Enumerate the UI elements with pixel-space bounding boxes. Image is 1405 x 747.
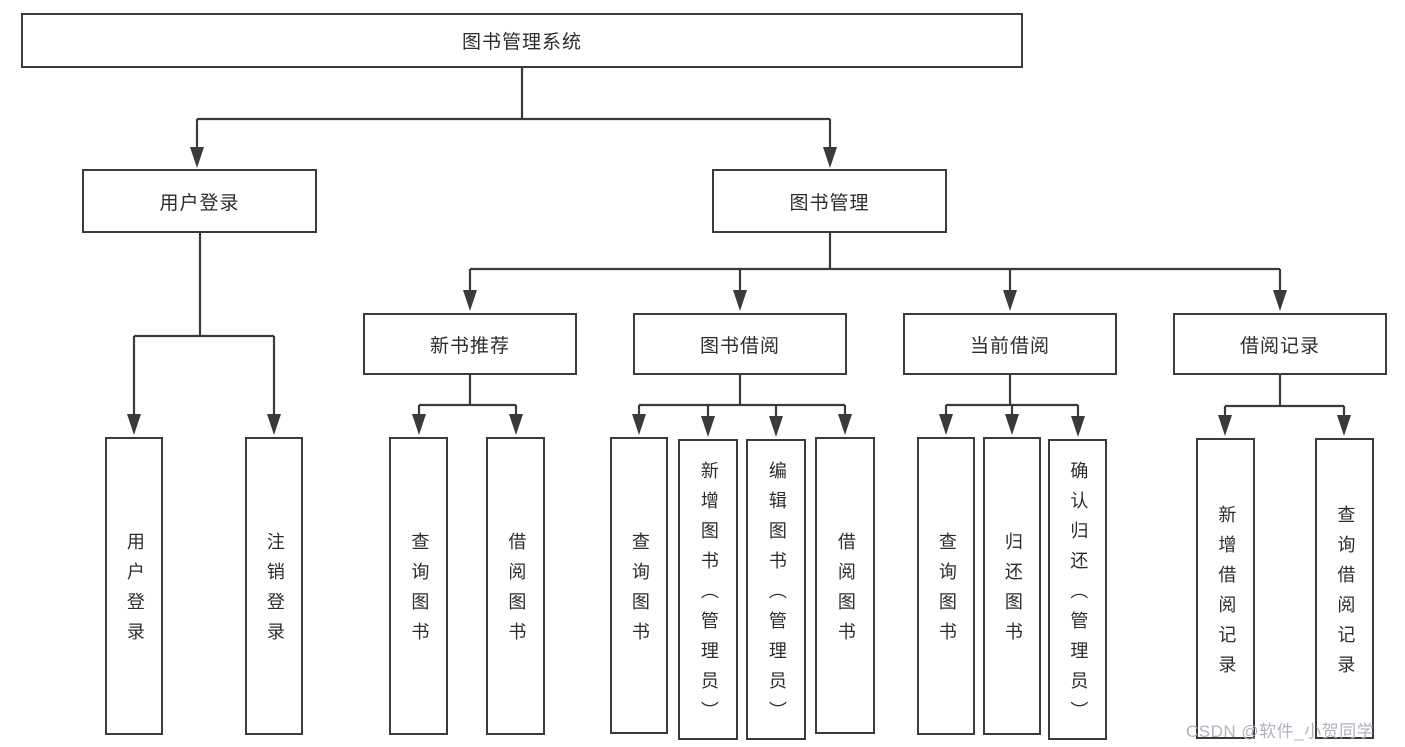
leaf-query-books-borrow-label: 查询图书: [629, 531, 650, 652]
leaf-query-books-recommend: 查询图书: [389, 437, 448, 735]
node-new-book-recommend-label: 新书推荐: [429, 335, 510, 357]
node-user-login-label: 用户登录: [159, 192, 240, 214]
leaf-query-books-current-label: 查询图书: [936, 532, 957, 652]
leaf-confirm-return-admin: 确认归还（管理员）: [1048, 439, 1107, 740]
node-borrowing-records: 借阅记录: [1173, 313, 1387, 375]
leaf-query-books-recommend-label: 查询图书: [409, 532, 430, 652]
leaf-query-books-borrow: 查询图书: [610, 437, 668, 734]
node-root: 图书管理系统: [21, 13, 1023, 68]
leaf-user-login: 用户登录: [105, 437, 163, 735]
leaf-confirm-return-admin-label: 确认归还（管理员）: [1068, 460, 1089, 731]
leaf-add-book-admin: 新增图书（管理员）: [678, 439, 738, 740]
node-book-management-label: 图书管理: [789, 192, 870, 214]
leaf-add-borrow-record: 新增借阅记录: [1196, 438, 1255, 739]
leaf-edit-book-admin-label: 编辑图书（管理员）: [766, 460, 787, 731]
node-borrowing-records-label: 借阅记录: [1239, 335, 1320, 357]
leaf-query-borrow-record: 查询借阅记录: [1315, 438, 1374, 739]
node-book-borrowing: 图书借阅: [633, 313, 847, 375]
leaf-add-borrow-record-label: 新增借阅记录: [1216, 504, 1237, 685]
leaf-add-book-admin-label: 新增图书（管理员）: [698, 460, 719, 731]
leaf-return-books-label: 归还图书: [1002, 532, 1023, 652]
node-book-borrowing-label: 图书借阅: [699, 335, 780, 357]
leaf-edit-book-admin: 编辑图书（管理员）: [746, 439, 806, 740]
node-root-label: 图书管理系统: [461, 32, 582, 53]
leaf-borrow-books-borrow-label: 借阅图书: [835, 531, 856, 652]
leaf-logout: 注销登录: [245, 437, 303, 735]
leaf-query-books-current: 查询图书: [917, 437, 975, 735]
node-new-book-recommend: 新书推荐: [363, 313, 577, 375]
leaf-borrow-books-recommend-label: 借阅图书: [506, 532, 527, 652]
leaf-logout-label: 注销登录: [264, 532, 285, 652]
leaf-return-books: 归还图书: [983, 437, 1041, 735]
node-book-management: 图书管理: [712, 169, 947, 233]
leaf-borrow-books-borrow: 借阅图书: [815, 437, 875, 734]
leaf-borrow-books-recommend: 借阅图书: [486, 437, 545, 735]
leaf-user-login-label: 用户登录: [124, 532, 145, 652]
node-current-borrowing-label: 当前借阅: [969, 335, 1050, 357]
node-user-login: 用户登录: [82, 169, 317, 233]
leaf-query-borrow-record-label: 查询借阅记录: [1335, 504, 1356, 685]
node-current-borrowing: 当前借阅: [903, 313, 1117, 375]
csdn-watermark: CSDN @软件_小贺同学: [1186, 722, 1375, 741]
